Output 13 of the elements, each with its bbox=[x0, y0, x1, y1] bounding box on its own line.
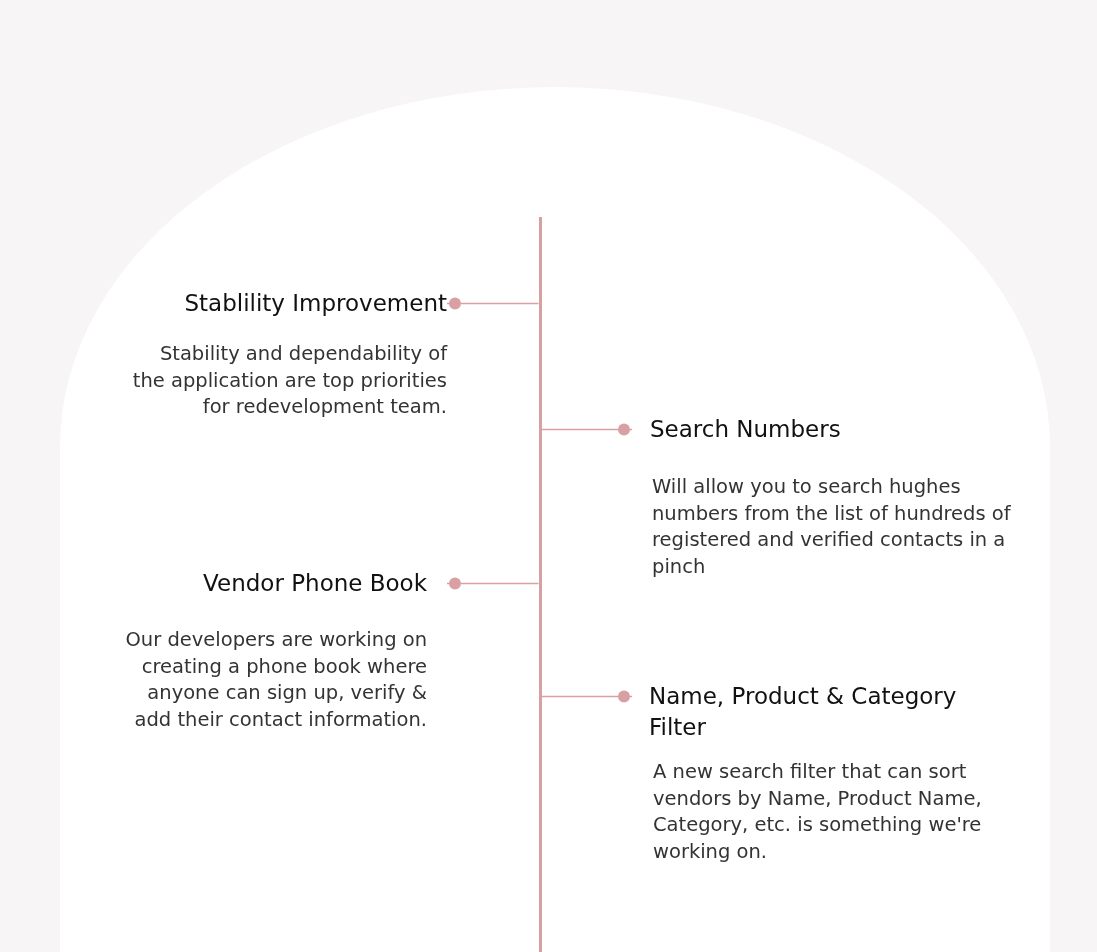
milestone-title: Name, Product & Category Filter bbox=[649, 682, 958, 742]
connector-line bbox=[446, 297, 540, 310]
timeline-axis bbox=[538, 217, 542, 952]
milestone-description: A new search filter that can sort vendors by Name, Product Name, Category, etc. is something we're working on. bbox=[653, 759, 983, 865]
milestone-description: Stability and dependability of the application are top priorities for redevelopment team. bbox=[131, 341, 447, 420]
milestone-description: Our developers are working on creating a phone book where anyone can sign up, verify & add their contact information. bbox=[124, 627, 427, 733]
connector-line bbox=[540, 690, 633, 703]
milestone-title: Stablility Improvement bbox=[183, 289, 447, 318]
milestone-title: Search Numbers bbox=[650, 415, 842, 444]
milestone-title: Vendor Phone Book bbox=[202, 569, 427, 598]
milestone-description: Will allow you to search hughes numbers from the list of hundreds of registered and verified contacts in a pinch bbox=[652, 474, 1012, 580]
connector-line bbox=[446, 577, 540, 590]
connector-line bbox=[540, 423, 633, 436]
